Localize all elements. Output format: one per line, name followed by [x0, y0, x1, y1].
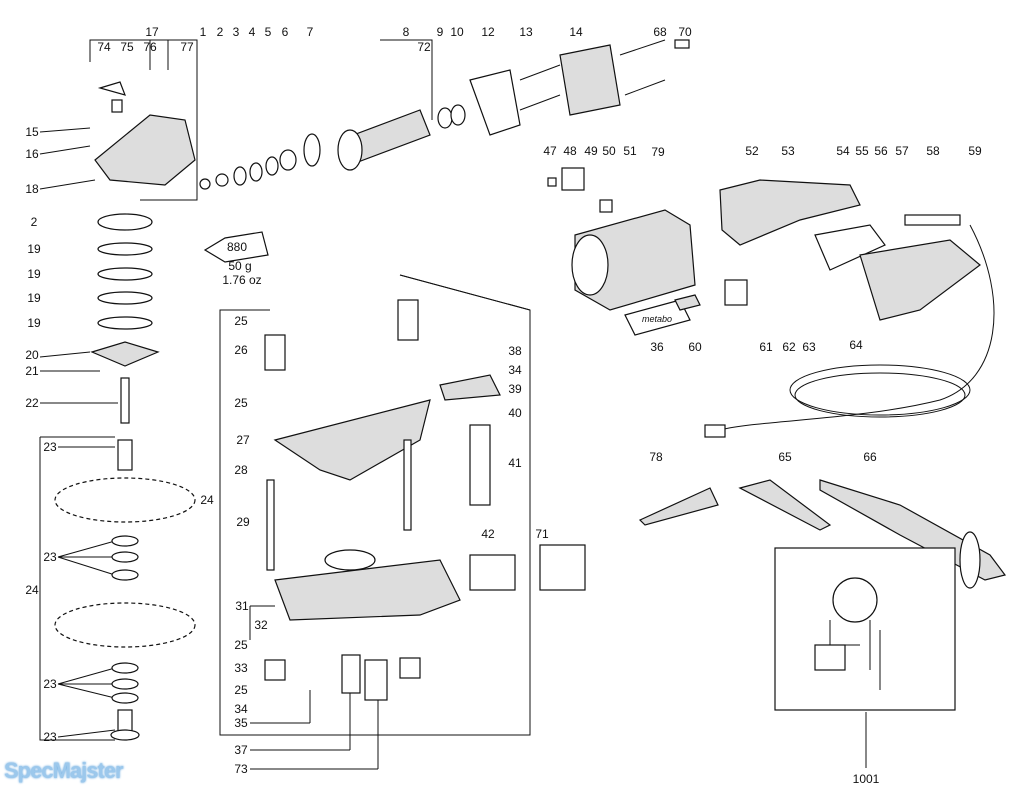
part-label-2: 2 [217, 25, 224, 39]
part-label-39: 39 [508, 382, 522, 396]
part-label-34: 34 [508, 363, 522, 377]
part-label-41: 41 [508, 456, 522, 470]
part-label-21: 21 [25, 364, 39, 378]
part-label-51: 51 [623, 144, 637, 158]
part-label-72: 72 [417, 40, 431, 54]
part-label-52: 52 [745, 144, 759, 158]
part-label-23: 23 [43, 677, 57, 691]
part-label-61: 61 [759, 340, 773, 354]
part-label-26: 26 [234, 343, 248, 357]
part-label-23: 23 [43, 730, 57, 744]
part-label-57: 57 [895, 144, 909, 158]
part-label-25: 25 [234, 683, 248, 697]
part-label-64: 64 [849, 338, 863, 352]
part-label-22: 22 [25, 396, 39, 410]
part-label-70: 70 [678, 25, 692, 39]
armature-row [199, 39, 690, 190]
part-label-31: 31 [235, 599, 249, 613]
part-label-19: 19 [27, 242, 41, 256]
part-label-37: 37 [234, 743, 248, 757]
part-label-33: 33 [234, 661, 248, 675]
part-label-25: 25 [234, 396, 248, 410]
wiring-diagram [774, 547, 956, 711]
part-label-74: 74 [97, 40, 111, 54]
part-label-20: 20 [25, 348, 39, 362]
part-label-17: 17 [145, 25, 159, 39]
grease-weight-g: 50 g [228, 259, 251, 273]
part-label-12: 12 [481, 25, 495, 39]
part-label-75: 75 [120, 40, 134, 54]
part-label-40: 40 [508, 406, 522, 420]
part-label-6: 6 [282, 25, 289, 39]
part-label-35: 35 [234, 716, 248, 730]
part-label-18: 18 [25, 182, 39, 196]
part-label-32: 32 [254, 618, 268, 632]
part-label-5: 5 [265, 25, 272, 39]
part-label-42: 42 [481, 527, 495, 541]
part-label-49: 49 [584, 144, 598, 158]
part-label-65: 65 [778, 450, 792, 464]
leader-lines [39, 39, 867, 770]
motor-housing: metabo [547, 167, 995, 438]
part-label-76: 76 [143, 40, 157, 54]
part-label-63: 63 [802, 340, 816, 354]
part-label-50: 50 [602, 144, 616, 158]
part-label-2: 2 [31, 215, 38, 229]
stand-assembly [264, 299, 1007, 701]
brand-plate: metabo [642, 314, 672, 324]
part-label-48: 48 [563, 144, 577, 158]
part-label-53: 53 [781, 144, 795, 158]
part-label-1001: 1001 [853, 772, 880, 786]
part-label-79: 79 [651, 145, 665, 159]
part-label-59: 59 [968, 144, 982, 158]
watermark: SpecMajster [4, 758, 124, 783]
part-label-55: 55 [855, 144, 869, 158]
part-label-25: 25 [234, 638, 248, 652]
part-label-9: 9 [437, 25, 444, 39]
part-label-56: 56 [874, 144, 888, 158]
part-label-23: 23 [43, 440, 57, 454]
part-label-58: 58 [926, 144, 940, 158]
part-label-19: 19 [27, 316, 41, 330]
part-label-7: 7 [307, 25, 314, 39]
part-label-54: 54 [836, 144, 850, 158]
part-label-29: 29 [236, 515, 250, 529]
part-label-25: 25 [234, 314, 248, 328]
part-label-38: 38 [508, 344, 522, 358]
part-label-71: 71 [535, 527, 549, 541]
part-label-68: 68 [653, 25, 667, 39]
part-label-77: 77 [180, 40, 194, 54]
part-label-16: 16 [25, 147, 39, 161]
part-label-8: 8 [403, 25, 410, 39]
part-label-23: 23 [43, 550, 57, 564]
part-label-36: 36 [650, 340, 664, 354]
part-label-4: 4 [249, 25, 256, 39]
part-label-73: 73 [234, 762, 248, 776]
grease-number: 880 [227, 240, 247, 254]
part-label-66: 66 [863, 450, 877, 464]
part-label-34: 34 [234, 702, 248, 716]
part-label-13: 13 [519, 25, 533, 39]
part-label-10: 10 [450, 25, 464, 39]
part-label-19: 19 [27, 291, 41, 305]
grease-tube: 880 50 g 1.76 oz [203, 231, 269, 287]
part-label-1: 1 [200, 25, 207, 39]
part-label-3: 3 [233, 25, 240, 39]
part-label-27: 27 [236, 433, 250, 447]
grease-weight-oz: 1.76 oz [222, 273, 261, 287]
part-label-14: 14 [569, 25, 583, 39]
part-label-60: 60 [688, 340, 702, 354]
part-label-78: 78 [649, 450, 663, 464]
part-label-24: 24 [25, 583, 39, 597]
part-label-62: 62 [782, 340, 796, 354]
part-label-24: 24 [200, 493, 214, 507]
part-label-15: 15 [25, 125, 39, 139]
part-label-19: 19 [27, 267, 41, 281]
gear-housing [54, 81, 196, 741]
part-label-28: 28 [234, 463, 248, 477]
part-label-47: 47 [543, 144, 557, 158]
